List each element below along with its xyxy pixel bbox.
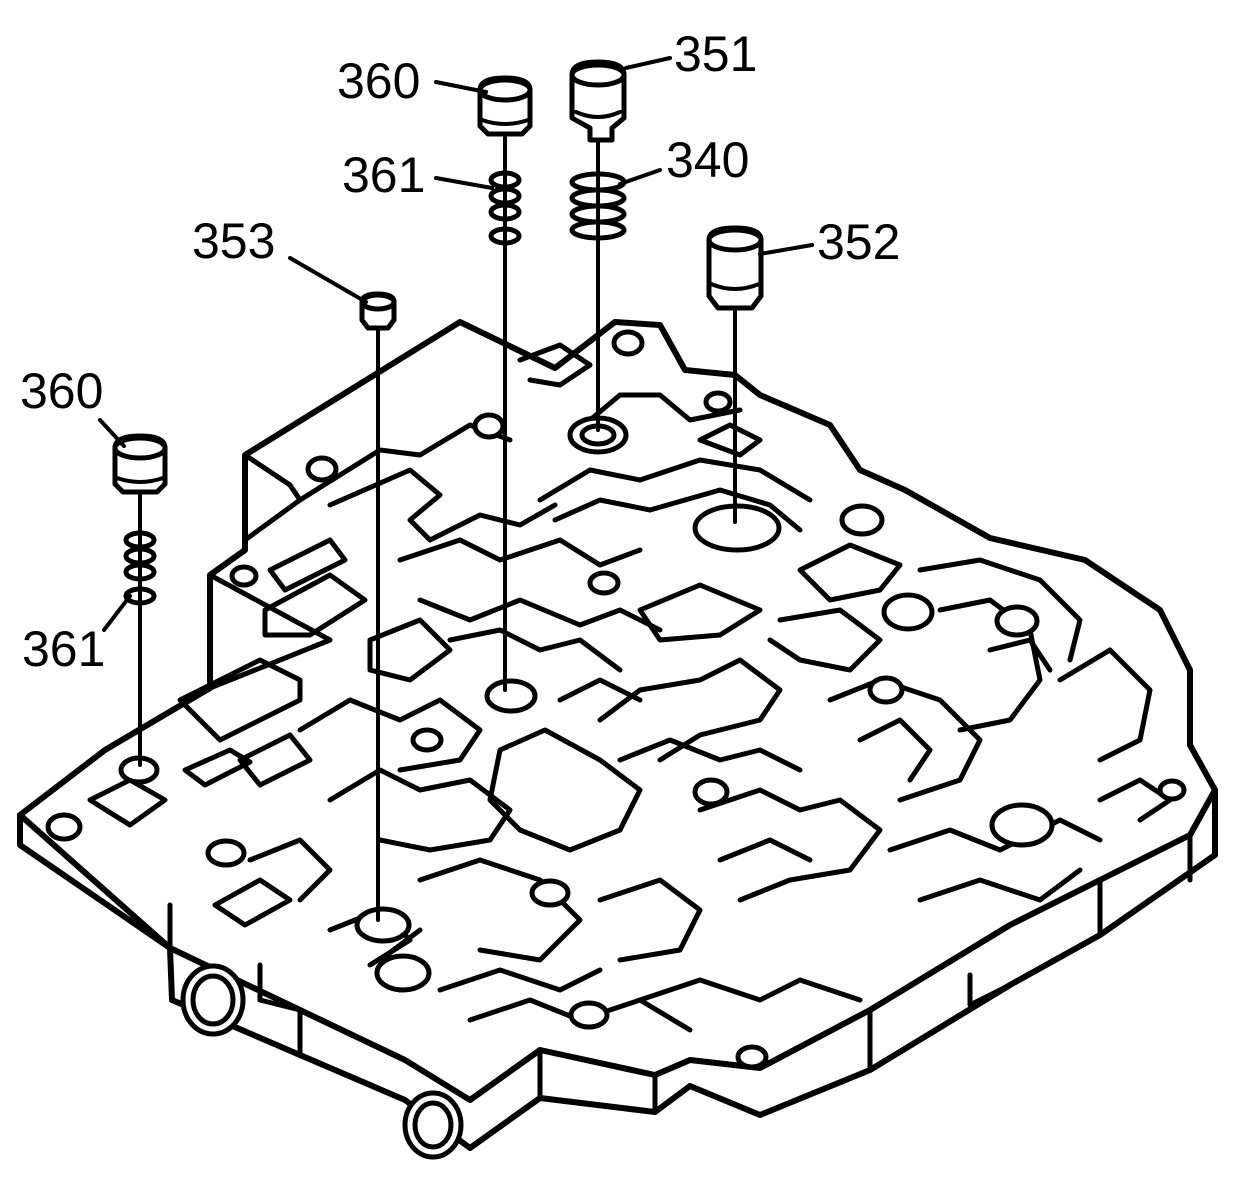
plug-360-lower — [112, 433, 168, 495]
callout-labels: 360 351 361 340 353 352 360 361 — [20, 26, 900, 677]
casting-top-face — [17, 319, 1218, 1103]
leader-lines — [98, 56, 814, 632]
leader-352 — [758, 243, 814, 256]
callout-360-lower: 360 — [20, 363, 103, 419]
plug-353 — [359, 291, 397, 331]
callout-361-lower: 361 — [22, 621, 105, 677]
leader-353 — [288, 256, 368, 304]
leader-351 — [624, 56, 672, 70]
valve-351 — [569, 59, 627, 143]
leader-360-upper — [434, 80, 488, 94]
casting-bores — [45, 329, 1187, 1070]
fluid-channels — [87, 342, 1173, 1033]
callout-352: 352 — [817, 214, 900, 270]
plug-360-upper — [477, 75, 533, 137]
callout-360-upper: 360 — [337, 53, 420, 109]
leader-361-lower — [102, 594, 132, 632]
casting-raised-plate — [207, 452, 333, 691]
bore-361-upper — [484, 678, 538, 714]
casting-edge-detail — [167, 832, 1193, 1115]
callout-353: 353 — [192, 213, 275, 269]
callout-361-upper: 361 — [342, 147, 425, 203]
leader-360-lower — [98, 418, 126, 448]
plug-352 — [706, 225, 764, 311]
bore-353 — [354, 906, 412, 944]
leader-361-upper — [434, 176, 494, 190]
callout-351: 351 — [674, 26, 757, 82]
leader-340 — [618, 168, 662, 186]
callout-340: 340 — [666, 132, 749, 188]
